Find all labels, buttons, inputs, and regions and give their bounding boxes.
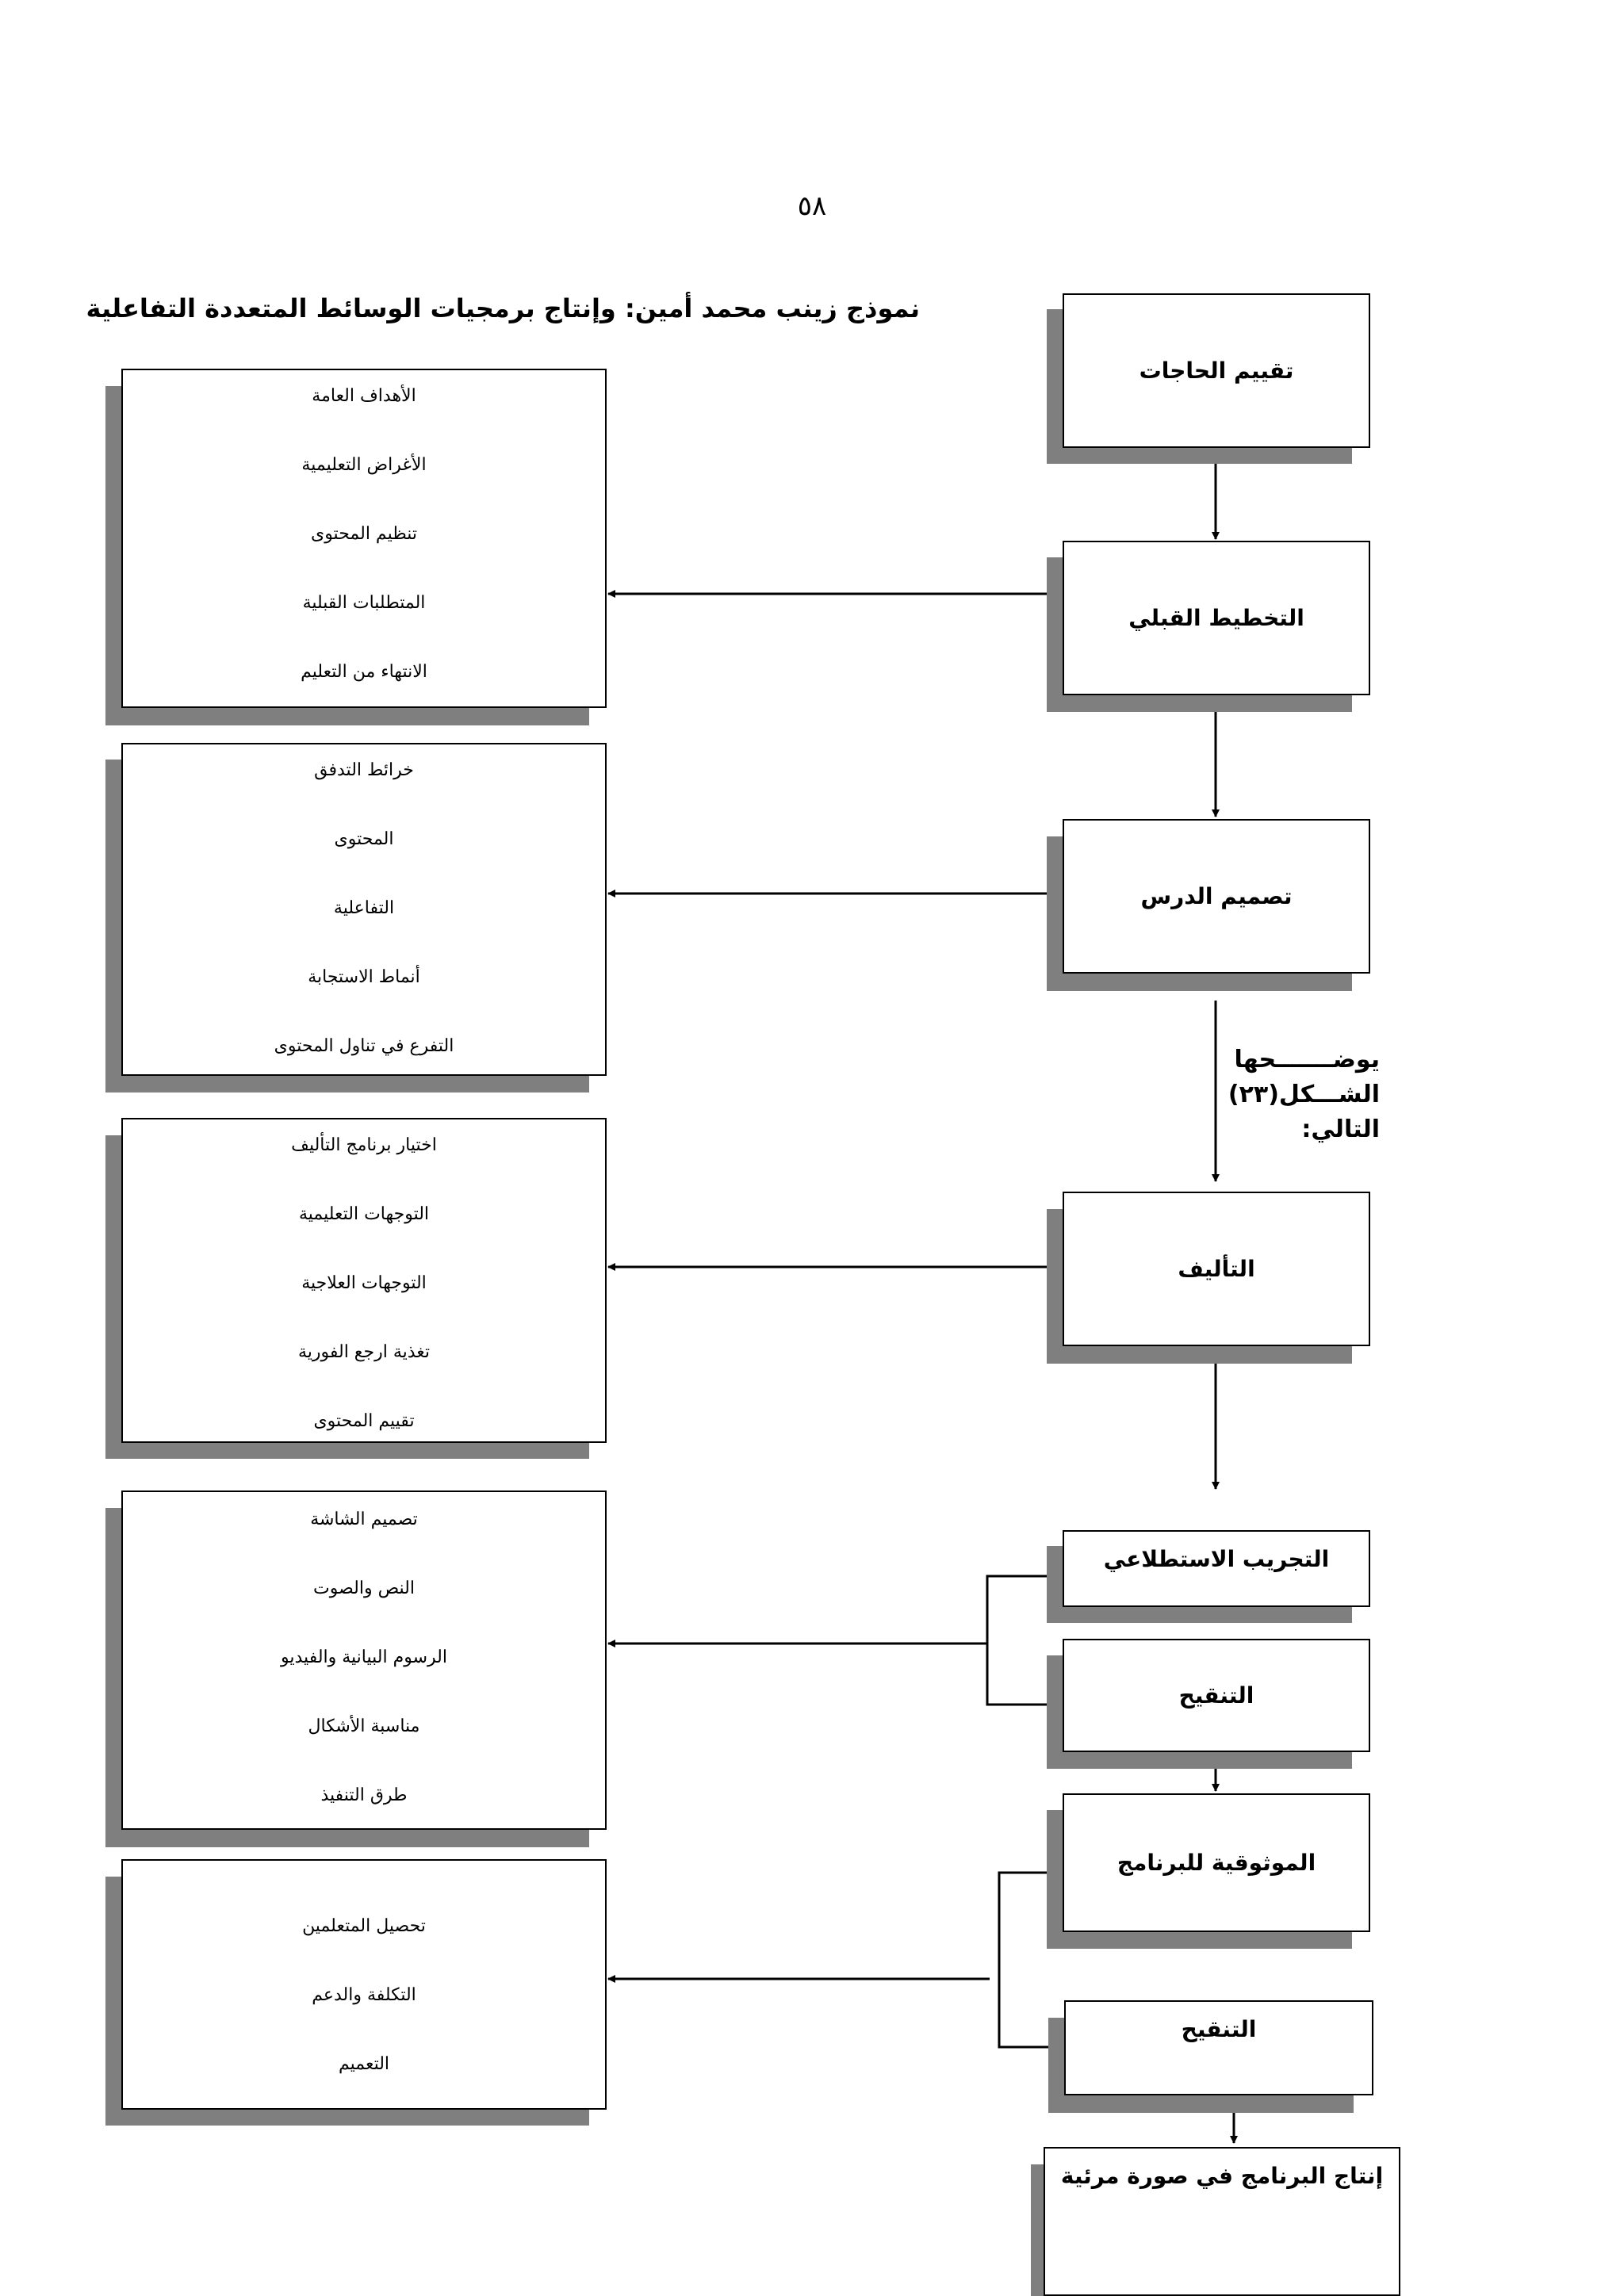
- stage-program-reliability: الموثوقية للبرنامج: [1063, 1793, 1370, 1932]
- stage-needs-assessment: تقييم الحاجات: [1063, 293, 1370, 448]
- list-item: النص والصوت: [313, 1578, 415, 1598]
- stage-authoring: التأليف: [1063, 1192, 1370, 1346]
- list-box-reliability: تحصيل المتعلمين التكلفة والدعم التعميم: [121, 1859, 607, 2110]
- list-item: طرق التنفيذ: [320, 1785, 408, 1805]
- bracket-reliability-revision: [998, 1871, 1067, 2049]
- stage-label: التنقيح: [1178, 1682, 1254, 1709]
- stage-label: تصميم الدرس: [1140, 883, 1293, 909]
- stage-label: التخطيط القبلي: [1128, 605, 1304, 631]
- stage-visual-production: إنتاج البرنامج في صورة مرئية: [1044, 2147, 1400, 2296]
- list-item: خرائط التدفق: [314, 760, 414, 780]
- list-box-authoring: اختيار برنامج التأليف التوجهات التعليمية…: [121, 1118, 607, 1443]
- list-item: تغذية ارجع الفورية: [297, 1342, 431, 1362]
- list-item: تنظيم المحتوى: [310, 524, 418, 544]
- list-box-pilot: تصميم الشاشة النص والصوت الرسوم البيانية…: [121, 1490, 607, 1830]
- list-item: أنماط الاستجابة: [308, 967, 420, 987]
- list-box-design: خرائط التدفق المحتوى التفاعلية أنماط الا…: [121, 743, 607, 1076]
- list-item: الانتهاء من التعليم: [301, 662, 427, 682]
- list-item: تحصيل المتعلمين: [302, 1916, 426, 1936]
- note-line: الشـــكل(٢٣): [1228, 1081, 1380, 1108]
- stage-pre-planning: التخطيط القبلي: [1063, 541, 1370, 695]
- figure-reference-note: يوضـــــــحها الشـــكل(٢٣) التالي:: [1228, 1043, 1380, 1147]
- list-item: التكلفة والدعم: [312, 1985, 416, 2005]
- list-item: التوجهات العلاجية: [301, 1273, 427, 1293]
- stage-lesson-design: تصميم الدرس: [1063, 819, 1370, 974]
- list-item: التعميم: [338, 2054, 390, 2074]
- bracket-pilot-revision: [986, 1575, 1063, 1706]
- list-item: الأهداف العامة: [312, 386, 416, 406]
- list-item: التوجهات التعليمية: [298, 1204, 430, 1224]
- list-item: الرسوم البيانية والفيديو: [281, 1647, 447, 1667]
- list-item: اختيار برنامج التأليف: [291, 1135, 437, 1155]
- list-item: تصميم الشاشة: [310, 1510, 418, 1529]
- list-item: التفرع في تناول المحتوى: [274, 1036, 454, 1056]
- page-number: ٥٨: [797, 190, 827, 222]
- list-item: التفاعلية: [333, 898, 395, 918]
- list-item: الأغراض التعليمية: [301, 455, 427, 475]
- stage-label: الموثوقية للبرنامج: [1116, 1850, 1316, 1876]
- note-line: التالي:: [1301, 1115, 1380, 1143]
- list-item: تقييم المحتوى: [313, 1411, 415, 1431]
- list-box-planning: الأهداف العامة الأغراض التعليمية تنظيم ا…: [121, 369, 607, 708]
- stage-label: التأليف: [1178, 1256, 1255, 1282]
- stage-pilot-testing: التجريب الاستطلاعي: [1063, 1530, 1370, 1607]
- diagram-title: نموذج زينب محمد أمين: وإنتاج برمجيات الو…: [86, 293, 920, 323]
- stage-label: التجريب الاستطلاعي: [1103, 1546, 1330, 1572]
- list-item: مناسبة الأشكال: [308, 1716, 420, 1736]
- stage-label: التنقيح: [1181, 2016, 1257, 2042]
- stage-label: تقييم الحاجات: [1139, 358, 1294, 384]
- stage-revision-1: التنقيح: [1063, 1639, 1370, 1752]
- list-item: المحتوى: [334, 829, 394, 849]
- stage-label: إنتاج البرنامج في صورة مرئية: [1060, 2163, 1384, 2189]
- note-line: يوضـــــــحها: [1234, 1046, 1380, 1073]
- list-item: المتطلبات القبلية: [302, 593, 426, 613]
- stage-revision-2: التنقيح: [1064, 2000, 1373, 2095]
